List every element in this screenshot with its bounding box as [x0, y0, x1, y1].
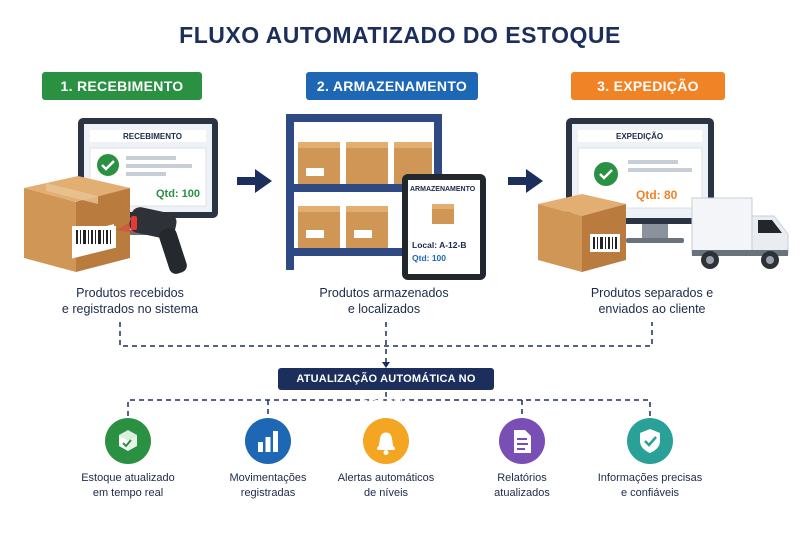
check-circle-icon — [594, 162, 618, 186]
arrow-right-icon — [237, 169, 272, 193]
shipping-illustration: EXPEDIÇÃO Qtd: 80 — [532, 112, 792, 282]
check-circle-icon — [97, 154, 119, 176]
screen-title: EXPEDIÇÃO — [616, 132, 664, 141]
step-label-storage: 2. ARMAZENAMENTO — [306, 72, 478, 100]
step-caption-shipping: Produtos separados e enviados ao cliente — [590, 286, 714, 316]
screen-quantity: Qtd: 80 — [636, 188, 678, 202]
auto-update-banner: ATUALIZAÇÃO AUTOMÁTICA NO SISTEMA — [278, 368, 494, 407]
delivery-truck-icon — [691, 197, 789, 269]
screen-quantity: Qtd: 100 — [156, 188, 201, 200]
step-caption-receiving: Produtos recebidos e registrados no sist… — [61, 286, 199, 316]
feature-label: Alertas automáticos de níveis — [337, 472, 435, 499]
bell-icon — [363, 418, 409, 464]
feature-label: Relatórios atualizados — [494, 472, 550, 499]
shield-check-icon — [627, 418, 673, 464]
step-label-receiving: 1. RECEBIMENTO — [42, 72, 202, 100]
tablet-location: Local: A-12-B — [412, 240, 467, 250]
screen-title: RECEBIMENTO — [123, 132, 182, 141]
bar-chart-icon — [245, 418, 291, 464]
tablet-quantity: Qtd: 100 — [412, 253, 447, 263]
storage-illustration: ARMAZENAMENTO Local: A-12-B Qtd: 100 — [282, 112, 492, 282]
barcode-scanner-icon — [116, 207, 187, 274]
feature-label: Informações precisas e confiáveis — [597, 472, 703, 499]
tablet-title: ARMAZENAMENTO — [410, 186, 476, 193]
page-title: FLUXO AUTOMATIZADO DO ESTOQUE — [179, 22, 621, 48]
document-icon — [499, 418, 545, 464]
feature-label: Estoque atualizado em tempo real — [81, 472, 175, 499]
barcode-label-icon — [72, 226, 116, 248]
box-check-icon — [105, 418, 151, 464]
step-label-shipping: 3. EXPEDIÇÃO — [571, 72, 725, 100]
cardboard-box-icon — [538, 194, 626, 272]
arrow-right-icon — [508, 169, 543, 193]
receiving-illustration: RECEBIMENTO Qtd: 100 — [18, 112, 228, 282]
tablet-icon — [402, 174, 486, 280]
feature-label: Movimentações registradas — [229, 472, 307, 499]
step-caption-storage: Produtos armazenados e localizados — [319, 286, 449, 316]
cardboard-box-icon — [298, 142, 432, 248]
